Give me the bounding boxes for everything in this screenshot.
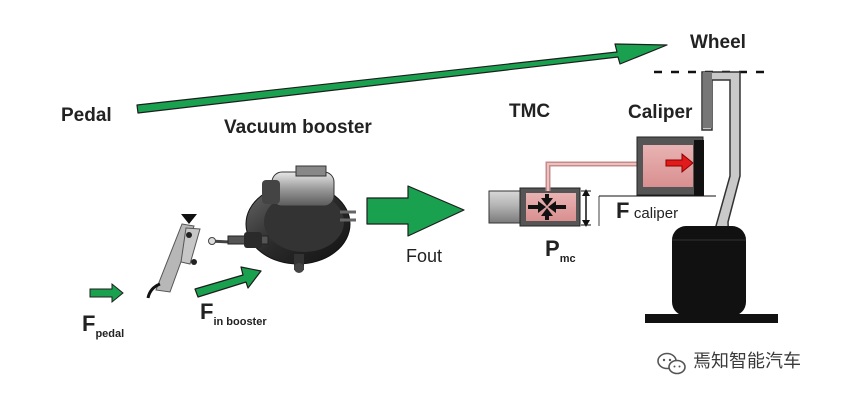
f-caliper-subscript: caliper <box>633 205 679 222</box>
vacuum-booster-label: Vacuum booster <box>224 117 372 138</box>
watermark-text: 焉知智能汽车 <box>693 351 801 372</box>
pmc-symbol: P <box>545 236 560 261</box>
f-pedal-label: Fpedal <box>82 311 124 340</box>
brake-pedal-icon <box>146 214 231 299</box>
f-pedal-subscript: pedal <box>95 328 125 340</box>
wheel-icon <box>645 70 778 323</box>
wechat-icon <box>657 352 686 375</box>
pmc-label: Pmc <box>545 236 576 265</box>
f-in-booster-subscript: in booster <box>213 316 267 328</box>
vacuum-booster-icon <box>227 165 356 273</box>
fout-arrow <box>366 185 465 237</box>
f-caliper-label: F caliper <box>616 200 678 222</box>
tmc-label: TMC <box>509 101 551 122</box>
f-pedal-symbol: F <box>82 311 96 336</box>
tmc-cylinder-icon <box>488 187 591 227</box>
f-caliper-symbol: F <box>616 198 630 223</box>
caliper-icon <box>636 136 704 196</box>
pedal-label: Pedal <box>61 105 112 126</box>
brake-line <box>545 161 640 191</box>
f-in-booster-symbol: F <box>200 299 214 324</box>
pedal-travel-arrow <box>136 43 668 114</box>
fout-label: Fout <box>406 246 443 266</box>
f-in-booster-label: Fin booster <box>200 299 267 328</box>
pmc-subscript: mc <box>559 253 576 265</box>
f-in-booster-arrow <box>194 266 262 298</box>
caliper-label: Caliper <box>628 102 693 123</box>
f-pedal-arrow <box>89 282 124 304</box>
wheel-label: Wheel <box>690 32 746 53</box>
